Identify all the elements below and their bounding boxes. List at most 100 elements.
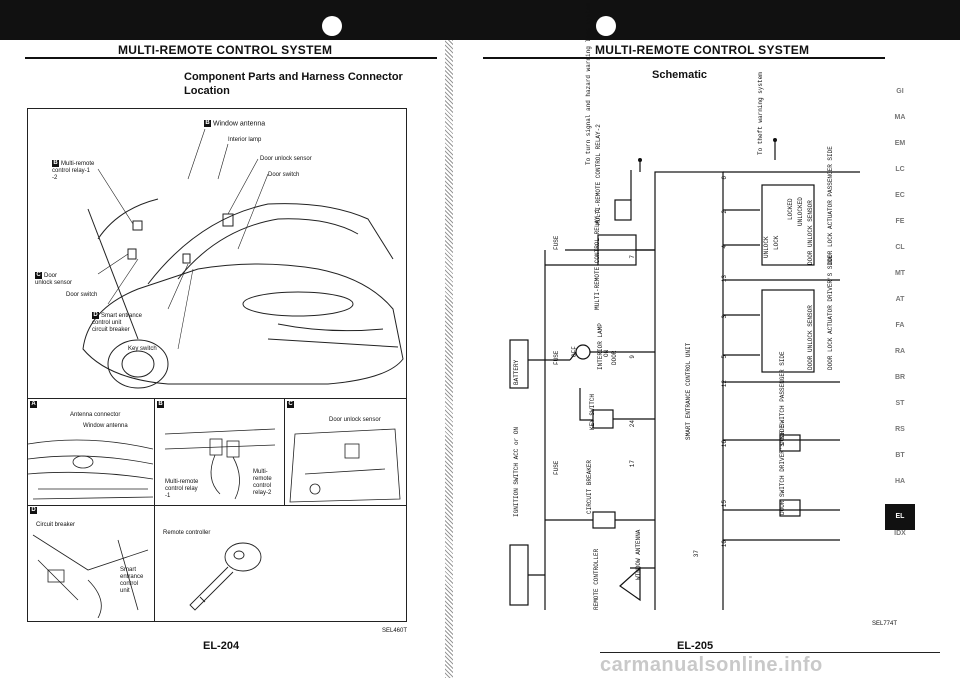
label-off: OFF bbox=[571, 346, 578, 357]
section-tab[interactable]: IDX bbox=[894, 530, 906, 537]
pin-label: 6 bbox=[721, 176, 728, 180]
pin-label: 3 bbox=[721, 315, 728, 319]
page-gutter bbox=[445, 40, 453, 678]
label-turn-signal: To turn signal and hazard warning lamp s… bbox=[585, 2, 592, 165]
pin-label: 13 bbox=[721, 275, 728, 283]
panel-d-badge: D bbox=[30, 507, 37, 514]
section-tab[interactable]: EM bbox=[894, 140, 906, 147]
watermark: carmanualsonline.info bbox=[600, 654, 823, 676]
label-on: ON bbox=[603, 349, 610, 357]
label-battery: BATTERY bbox=[513, 359, 520, 385]
car-illustration-box bbox=[27, 108, 407, 400]
label-door: DOOR bbox=[611, 350, 618, 365]
left-subtitle-line1: Component Parts and Harness Connector bbox=[184, 71, 403, 83]
pin-label: 5 bbox=[721, 355, 728, 359]
pin-label: 37 bbox=[693, 550, 700, 558]
section-tab[interactable]: CL bbox=[895, 244, 905, 251]
panel-divider-v2 bbox=[284, 399, 285, 505]
label-door-unlock-sensor-2: DOOR UNLOCK SENSOR bbox=[807, 305, 814, 370]
car-drawing bbox=[82, 128, 404, 389]
label-unlocked: UNLOCKED bbox=[797, 197, 804, 226]
panel-a: A Antenna connector Window antenna bbox=[28, 399, 153, 504]
section-tab[interactable]: MA bbox=[894, 114, 906, 121]
right-figure-code: SEL774T bbox=[872, 621, 898, 627]
door-switch-label-left: Door switch bbox=[66, 292, 98, 298]
section-tabs: GI MA EM LC EC FE CL MT AT FA RA BR ST R… bbox=[885, 88, 915, 556]
label-fuse-1: FUSE bbox=[553, 235, 560, 250]
section-tab[interactable]: BR bbox=[894, 374, 906, 381]
pin-label: 16 bbox=[721, 440, 728, 448]
panel-a-drawing bbox=[28, 439, 153, 500]
left-subtitle-line2: Location bbox=[184, 85, 230, 97]
section-tab[interactable]: GI bbox=[896, 88, 904, 95]
circuit-breaker-label: Circuit breaker bbox=[36, 522, 76, 528]
section-tab[interactable]: AT bbox=[895, 296, 905, 303]
right-header-rule bbox=[483, 57, 885, 59]
panel-a-window-antenna-label: Window antenna bbox=[83, 423, 128, 429]
interior-lamp-label: Interior lamp bbox=[228, 137, 262, 143]
label-door-lock-actuator-driver: DOOR LOCK ACTUATOR DRIVER'S SIDE bbox=[827, 254, 834, 370]
section-tab[interactable]: RA bbox=[894, 348, 906, 355]
section-tab[interactable]: RS bbox=[895, 426, 905, 433]
label-control-unit: SMART ENTRANCE CONTROL UNIT bbox=[685, 342, 692, 440]
label-window-antenna: WINDOW ANTENNA bbox=[635, 529, 642, 580]
scan-top-border bbox=[0, 0, 960, 40]
detail-panels bbox=[27, 398, 407, 622]
section-tab[interactable]: ST bbox=[895, 400, 905, 407]
panel-b-badge: B bbox=[157, 401, 164, 408]
schematic-wiring bbox=[509, 138, 860, 610]
label-ignition-switch: IGNITION SWITCH ACC or ON bbox=[513, 426, 520, 517]
panel-b-drawing bbox=[164, 428, 276, 500]
remote-controller-label: Remote controller bbox=[163, 530, 211, 536]
pin-label: 12 bbox=[721, 380, 728, 388]
right-page-number: EL-205 bbox=[677, 640, 714, 652]
label-lock: LOCK bbox=[773, 235, 780, 250]
section-tab[interactable]: BT bbox=[895, 452, 905, 459]
section-tab[interactable]: FE bbox=[895, 218, 905, 225]
label-door-unlock-sensor-1: DOOR UNLOCK SENSOR bbox=[807, 200, 814, 265]
door-unlock-sensor-label: Door unlock sensor bbox=[260, 156, 312, 162]
pin-label: 2 bbox=[721, 210, 728, 214]
section-tab[interactable]: FA bbox=[895, 322, 905, 329]
panel-c: C Door unlock sensor bbox=[285, 399, 404, 504]
control-unit-box bbox=[654, 171, 724, 610]
label-key-switch: KEY SWITCH bbox=[589, 393, 596, 430]
door-switch-label-top: Door switch bbox=[268, 172, 300, 178]
pin-label: 10 bbox=[721, 540, 728, 548]
section-tab[interactable]: LC bbox=[895, 166, 905, 173]
right-page-header: MULTI-REMOTE CONTROL SYSTEM bbox=[595, 43, 810, 57]
section-tab-active[interactable]: EL bbox=[885, 504, 915, 530]
panel-c-badge: C bbox=[287, 401, 294, 408]
section-tab[interactable]: MT bbox=[894, 270, 906, 277]
schematic-title: Schematic bbox=[652, 69, 708, 81]
pin-label: 4 bbox=[721, 245, 728, 249]
left-page-number: EL-204 bbox=[203, 640, 240, 652]
pin-label: 9 bbox=[629, 355, 636, 359]
label-fuse-2: FUSE bbox=[553, 350, 560, 365]
label-remote-controller: REMOTE CONTROLLER bbox=[593, 548, 600, 610]
remote-key-drawing bbox=[189, 542, 262, 611]
panel-a-badge: A bbox=[30, 401, 37, 408]
panel-c-drawing bbox=[289, 428, 401, 503]
panel-divider-h bbox=[28, 505, 406, 506]
binding-hole-right bbox=[596, 16, 616, 36]
label-circuit-breaker: CIRCUIT BREAKER bbox=[586, 459, 593, 514]
label-fuse-3: FUSE bbox=[553, 460, 560, 475]
pin-label: 15 bbox=[721, 500, 728, 508]
section-tab[interactable]: EC bbox=[895, 192, 905, 199]
label-door-switch-driver: DOOR SWITCH DRIVER'S SIDE bbox=[779, 424, 786, 515]
footer-rule bbox=[600, 652, 940, 653]
pin-label: 24 bbox=[629, 420, 636, 428]
panel-divider-v1 bbox=[154, 399, 155, 621]
binding-hole-left bbox=[322, 16, 342, 36]
section-tab[interactable]: HA bbox=[894, 478, 906, 485]
key-switch-label: Key switch bbox=[128, 346, 157, 352]
